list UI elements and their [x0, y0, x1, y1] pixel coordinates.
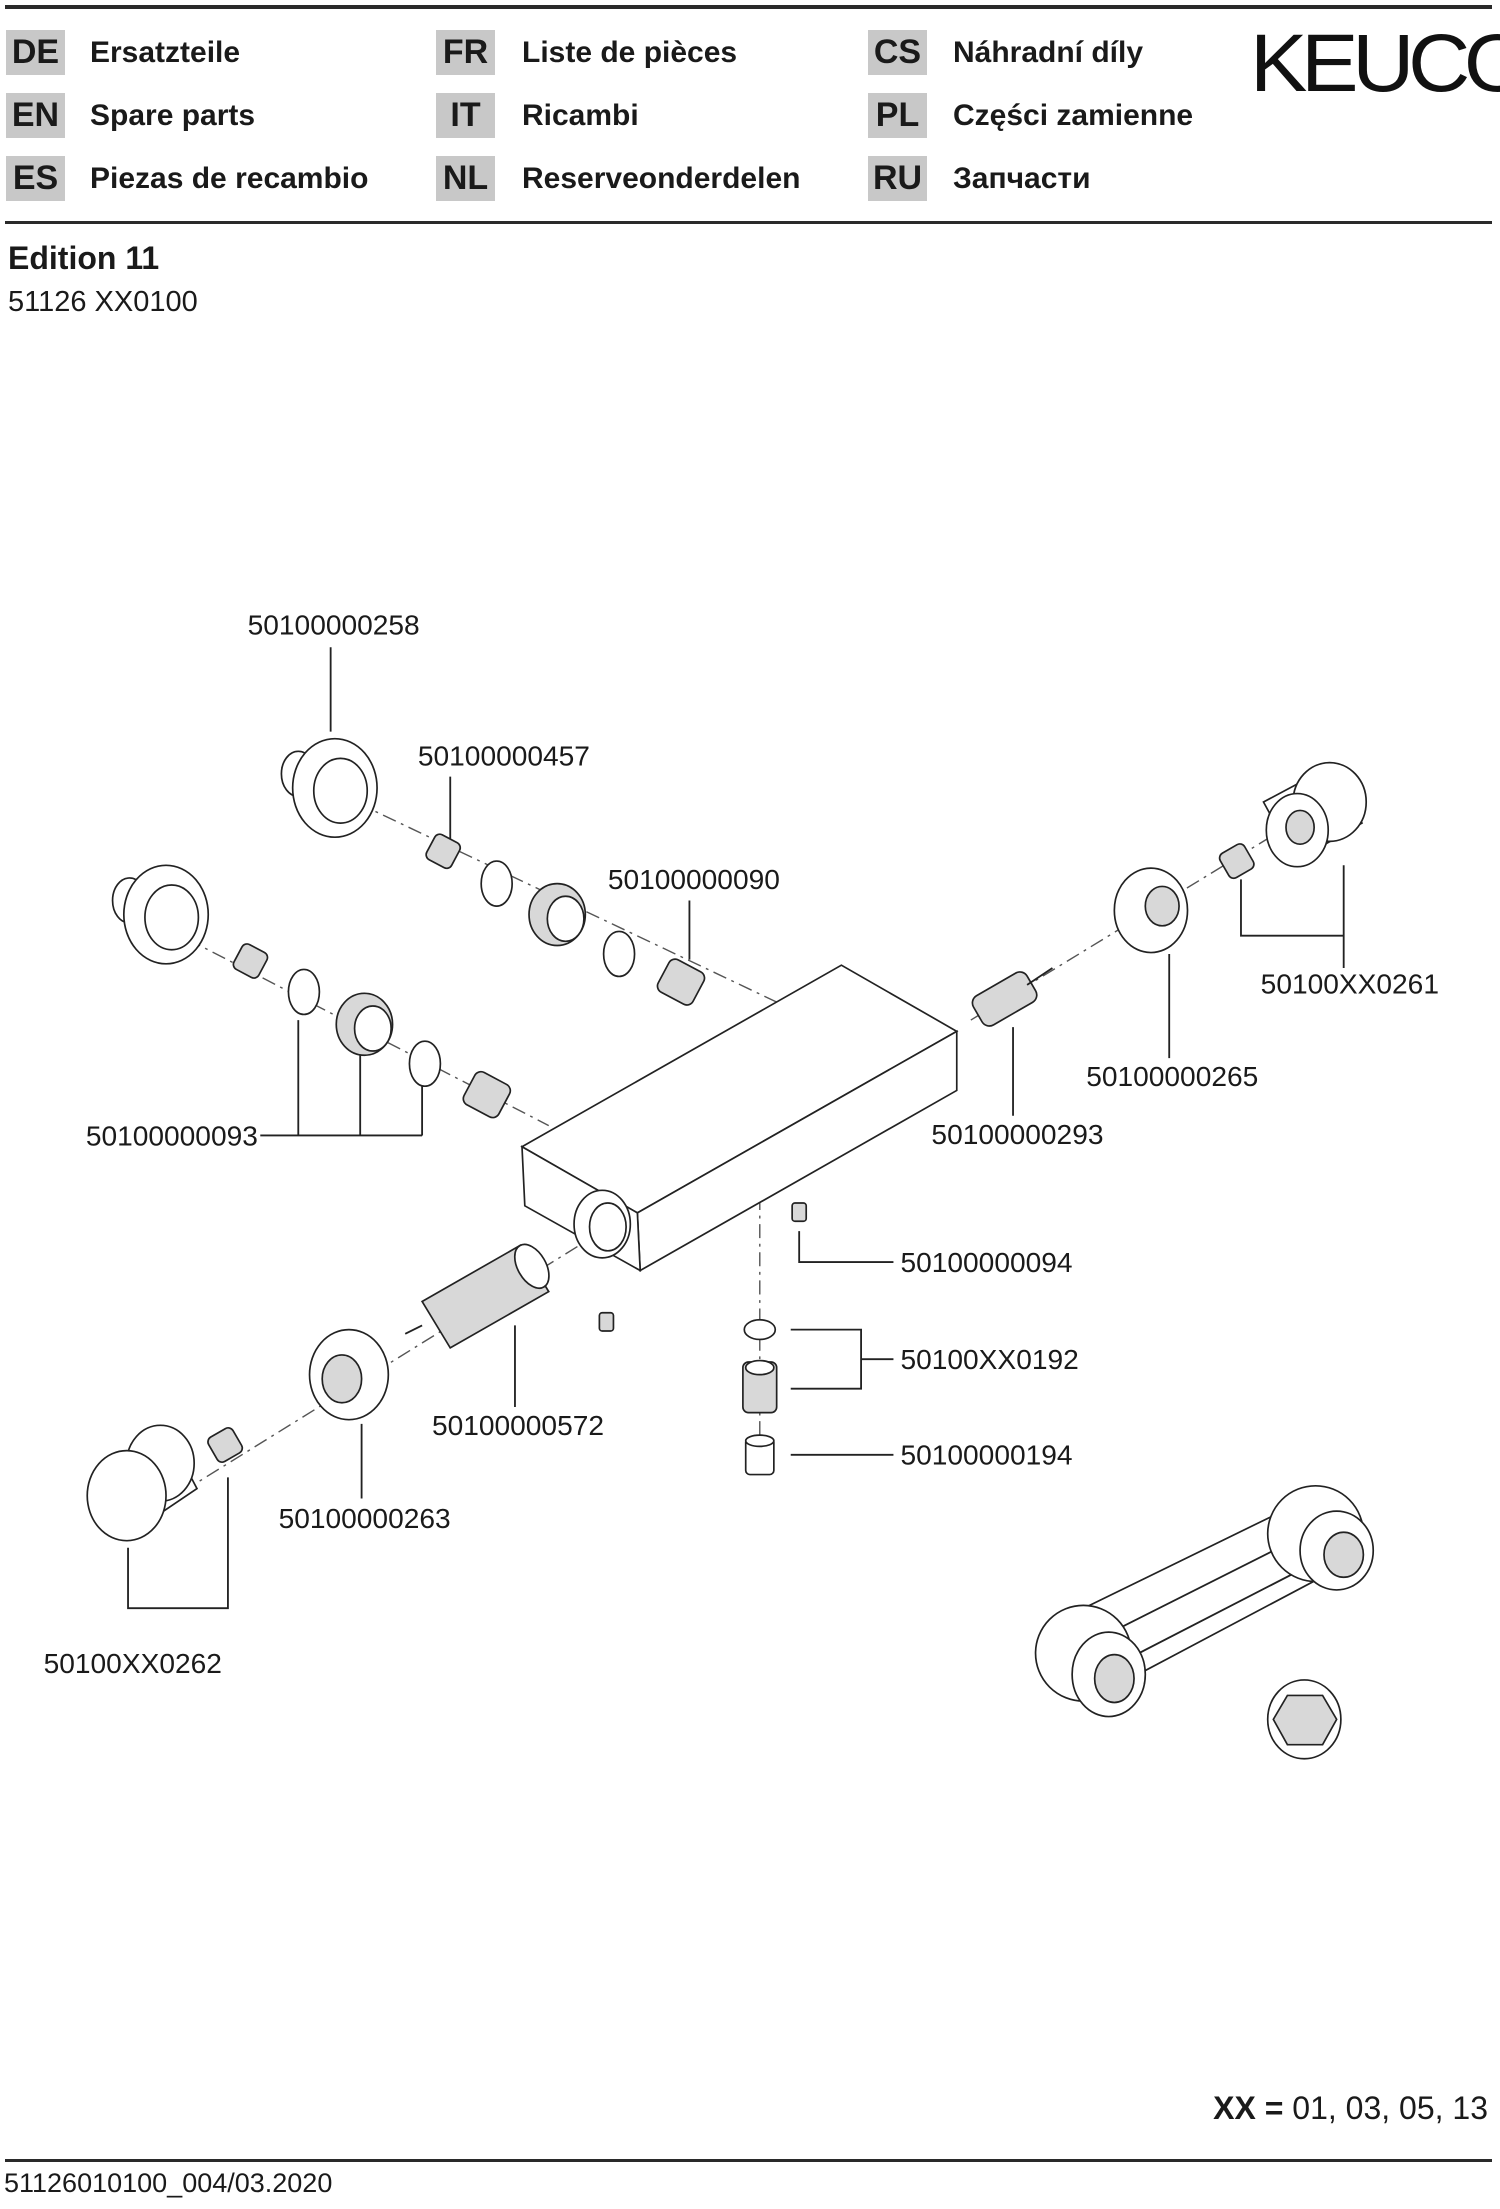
part-label-263: 50100000263 [279, 1503, 451, 1534]
lang-label-es: Piezas de recambio [90, 162, 369, 195]
wall-bracket-part [1034, 1484, 1375, 1718]
edition-title: Edition 11 [8, 240, 160, 276]
part-label-572: 50100000572 [432, 1410, 604, 1441]
part-label-293: 50100000293 [931, 1119, 1103, 1150]
o-ring-part [287, 968, 321, 1016]
o-ring-part [480, 860, 513, 907]
part-label-258: 50100000258 [248, 610, 420, 641]
footer-rule [5, 2159, 1492, 2162]
variant-values: 01, 03, 05, 13 [1292, 2090, 1488, 2126]
wall-flange-part-left [111, 864, 210, 965]
top-rule [5, 5, 1492, 9]
handle-knob-part [1262, 761, 1368, 868]
adapter-part [1218, 843, 1255, 880]
document-number: 51126010100_004/03.2020 [4, 2168, 333, 2198]
plug-part [598, 1311, 615, 1332]
filter-part [656, 958, 706, 1006]
part-label-262: 50100XX0262 [44, 1648, 222, 1679]
part-label-265: 50100000265 [1086, 1061, 1258, 1092]
sleeve-part [744, 1434, 775, 1476]
o-ring-part [408, 1040, 442, 1088]
lang-label-de: Ersatzteile [90, 36, 241, 69]
o-ring-part [743, 1318, 777, 1341]
flow-cartridge-part [971, 967, 1053, 1027]
model-number: 51126 XX0100 [8, 286, 198, 318]
part-label-090: 50100000090 [608, 864, 780, 895]
leader-lines [127, 647, 1345, 1610]
lang-label-en: Spare parts [90, 99, 256, 132]
lang-code-fr: FR [436, 30, 495, 75]
filter-part [462, 1070, 512, 1119]
plug-part [791, 1202, 808, 1223]
part-label-192: 50100XX0192 [900, 1344, 1078, 1375]
adapter-part [207, 1426, 244, 1463]
lang-code-it: IT [436, 93, 495, 138]
lang-label-fr: Liste de pièces [522, 36, 738, 69]
nut-part [528, 882, 587, 947]
keuco-logo: KEUCO [1250, 18, 1500, 109]
lang-label-pl: Części zamienne [953, 99, 1194, 132]
check-valve-part [425, 833, 462, 870]
hex-nut-part [1266, 1679, 1342, 1760]
part-label-261: 50100XX0261 [1261, 968, 1439, 999]
ring-part [308, 1328, 390, 1421]
part-label-194: 50100000194 [900, 1440, 1072, 1471]
lang-code-de: DE [6, 30, 65, 75]
lang-code-es: ES [6, 156, 65, 201]
check-valve-part [232, 943, 269, 979]
lang-code-en: EN [6, 93, 65, 138]
lang-label-cs: Náhradní díly [953, 36, 1144, 69]
lang-code-cs: CS [868, 30, 927, 75]
insert-part [742, 1359, 778, 1414]
lang-code-pl: PL [868, 93, 927, 138]
variant-key: XX = [1213, 2090, 1284, 2126]
nut-part [335, 992, 394, 1057]
thermostat-body [520, 964, 959, 1273]
handle-knob-part [86, 1424, 199, 1542]
lang-code-ru: RU [868, 156, 927, 201]
wall-flange-part [280, 737, 378, 839]
part-label-094: 50100000094 [900, 1247, 1072, 1278]
lang-label-ru: Запчасти [953, 162, 1091, 195]
lang-label-it: Ricambi [522, 99, 639, 132]
variant-legend: XX = 01, 03, 05, 13 [1213, 2090, 1488, 2127]
part-label-093: 50100000093 [86, 1120, 258, 1151]
ring-part [1113, 867, 1189, 954]
o-ring-part [602, 930, 636, 978]
lang-label-nl: Reserveonderdelen [522, 162, 801, 195]
thermostatic-cartridge-part [404, 1243, 550, 1350]
lang-code-nl: NL [436, 156, 495, 201]
part-label-457: 50100000457 [418, 740, 590, 771]
header-rule [5, 221, 1492, 224]
